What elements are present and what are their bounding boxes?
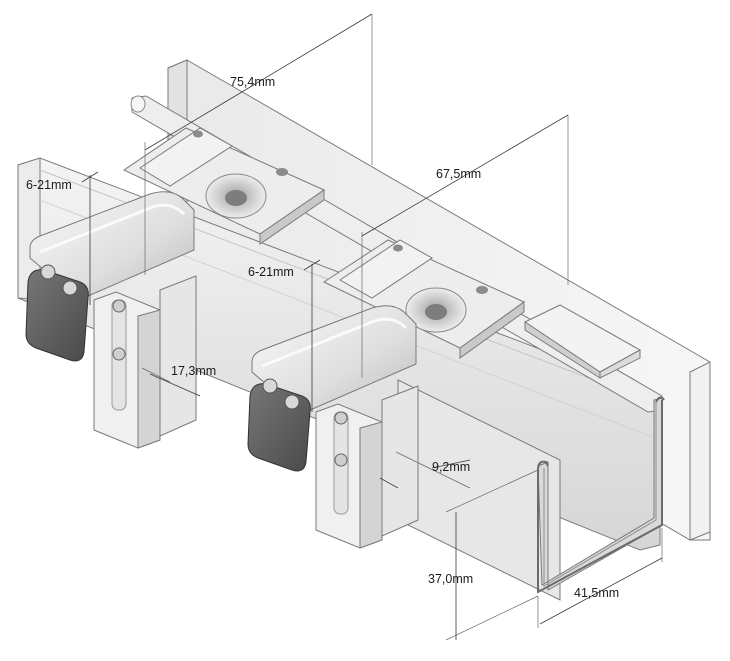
clamp-assembly-right: [247, 239, 525, 549]
bolt-icon: [112, 299, 126, 313]
bolt-icon: [334, 453, 348, 467]
dim-bracket-depth: 17,3mm: [171, 364, 216, 378]
dim-clamp-range-left: 6-21mm: [26, 178, 72, 192]
channel-profile: [397, 379, 665, 601]
dim-inner-width: 67,5mm: [436, 167, 481, 181]
bolt-icon: [334, 411, 348, 425]
dim-top-width: 75,4mm: [230, 75, 275, 89]
dim-profile-height: 37,0mm: [428, 572, 473, 586]
bolt-icon: [112, 347, 126, 361]
clamp-assembly-left: [25, 127, 326, 449]
dim-clamp-range-right: 6-21mm: [248, 265, 294, 279]
dimension-labels: 75,4mm 67,5mm 6-21mm 6-21mm 17,3mm 9,2mm…: [26, 75, 619, 600]
end-cap: [523, 304, 642, 379]
dim-gap: 9,2mm: [432, 460, 470, 474]
dim-profile-width: 41,5mm: [574, 586, 619, 600]
rubber-pad: [247, 383, 311, 472]
rubber-pad: [25, 269, 89, 362]
dimension-lines: [81, 13, 663, 641]
